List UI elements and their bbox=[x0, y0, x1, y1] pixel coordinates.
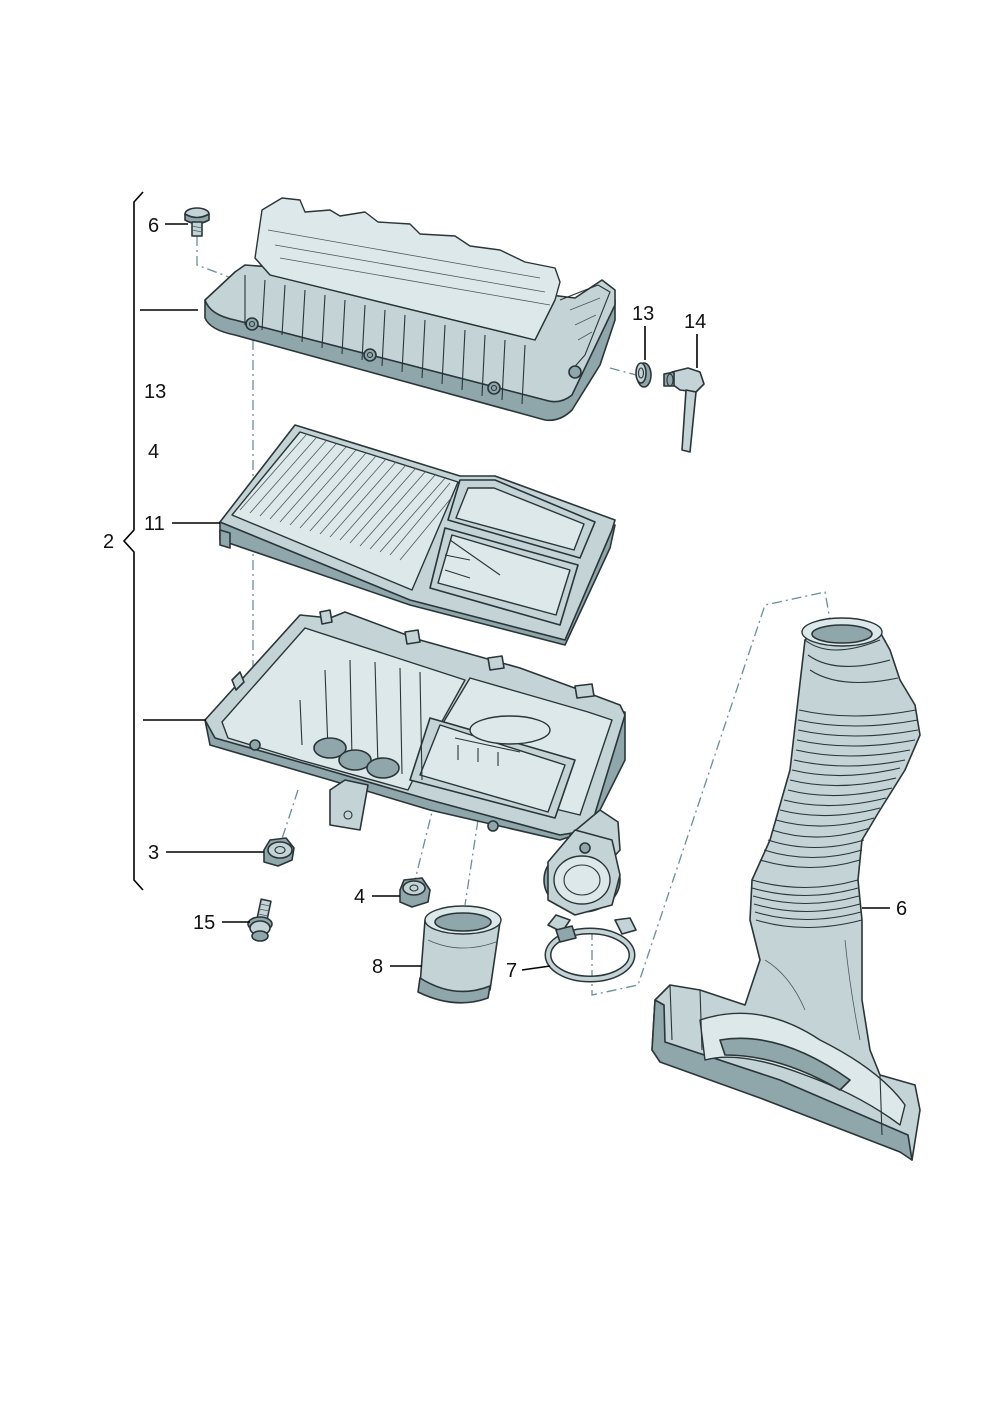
callout-13-left: 13 bbox=[144, 381, 166, 403]
callout-14: 14 bbox=[684, 311, 706, 333]
screw-part bbox=[184, 207, 210, 237]
callout-3: 3 bbox=[148, 842, 159, 864]
callout-4-bottom: 4 bbox=[354, 886, 365, 908]
vent-connector-part bbox=[663, 367, 705, 453]
hose-clamp-part bbox=[544, 914, 637, 983]
air-filter-upper-cover bbox=[204, 197, 616, 422]
intake-hose-part bbox=[651, 617, 921, 1161]
callout-11: 11 bbox=[144, 513, 165, 535]
hose-assembly-line bbox=[591, 591, 831, 996]
bolt-part bbox=[247, 898, 273, 942]
sleeve-part bbox=[417, 905, 502, 1004]
nut-assembly-line bbox=[414, 799, 436, 881]
callout-6-hose: 6 bbox=[896, 898, 907, 920]
vent-grommet-part bbox=[635, 362, 652, 388]
callout-15: 15 bbox=[193, 912, 215, 934]
air-filter-lower-housing bbox=[204, 609, 626, 916]
callout-2: 2 bbox=[103, 531, 114, 553]
callout-13-right: 13 bbox=[632, 303, 654, 325]
leader-7 bbox=[521, 965, 551, 971]
callout-labels: 6 13 4 11 2 13 14 3 15 4 8 7 6 bbox=[103, 215, 907, 982]
hose-corrugations bbox=[751, 709, 919, 928]
vent-assembly-line bbox=[609, 367, 641, 377]
callout-4-left: 4 bbox=[148, 441, 159, 463]
callout-6-screw: 6 bbox=[148, 215, 159, 237]
grommet-part bbox=[263, 837, 295, 867]
filter-pleats bbox=[239, 434, 453, 561]
nut-part bbox=[399, 877, 431, 908]
callout-7: 7 bbox=[506, 960, 517, 982]
callout-8: 8 bbox=[372, 956, 383, 978]
group-bracket bbox=[122, 191, 144, 891]
filter-element-part bbox=[219, 424, 616, 646]
sleeve-assembly-line bbox=[464, 819, 479, 906]
leader-lines bbox=[140, 223, 890, 971]
